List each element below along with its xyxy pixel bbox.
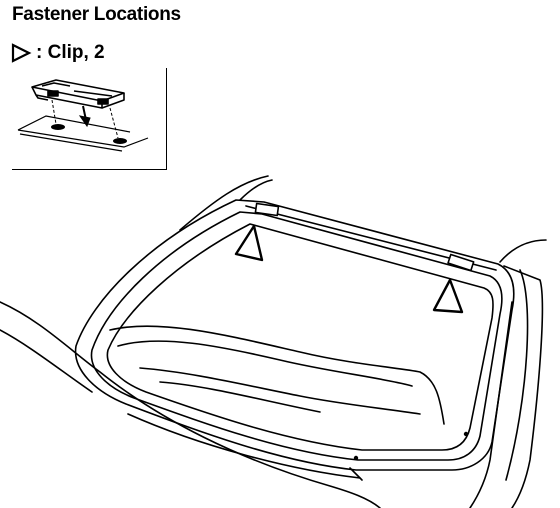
clip-location-2: [447, 253, 475, 272]
roof-outline: [179, 175, 269, 231]
legend-label: : Clip, 2: [36, 42, 105, 63]
panel-surface: [17, 115, 149, 152]
clip-detail-inset: [12, 68, 167, 170]
clip-detail-illustration: [17, 79, 149, 152]
page-title: Fastener Locations: [12, 4, 181, 25]
dashboard: [109, 325, 445, 425]
legend: : Clip, 2: [10, 40, 105, 66]
hood-outline: [0, 301, 381, 508]
guide-lines: [51, 99, 119, 139]
clip-location-1: [254, 202, 280, 217]
triangle-outline-icon: [11, 43, 32, 63]
clip-marker-triangle-1: [234, 224, 264, 262]
windshield-frame-inner: [90, 211, 503, 461]
clip-marker-triangle-2: [432, 278, 464, 314]
glass-edge: [106, 223, 494, 451]
mounting-hole: [113, 138, 127, 144]
mounting-hole: [51, 124, 65, 130]
clip-icon: [31, 79, 125, 109]
windshield-frame-outer: [74, 199, 515, 471]
a-pillar-right: [499, 239, 547, 263]
